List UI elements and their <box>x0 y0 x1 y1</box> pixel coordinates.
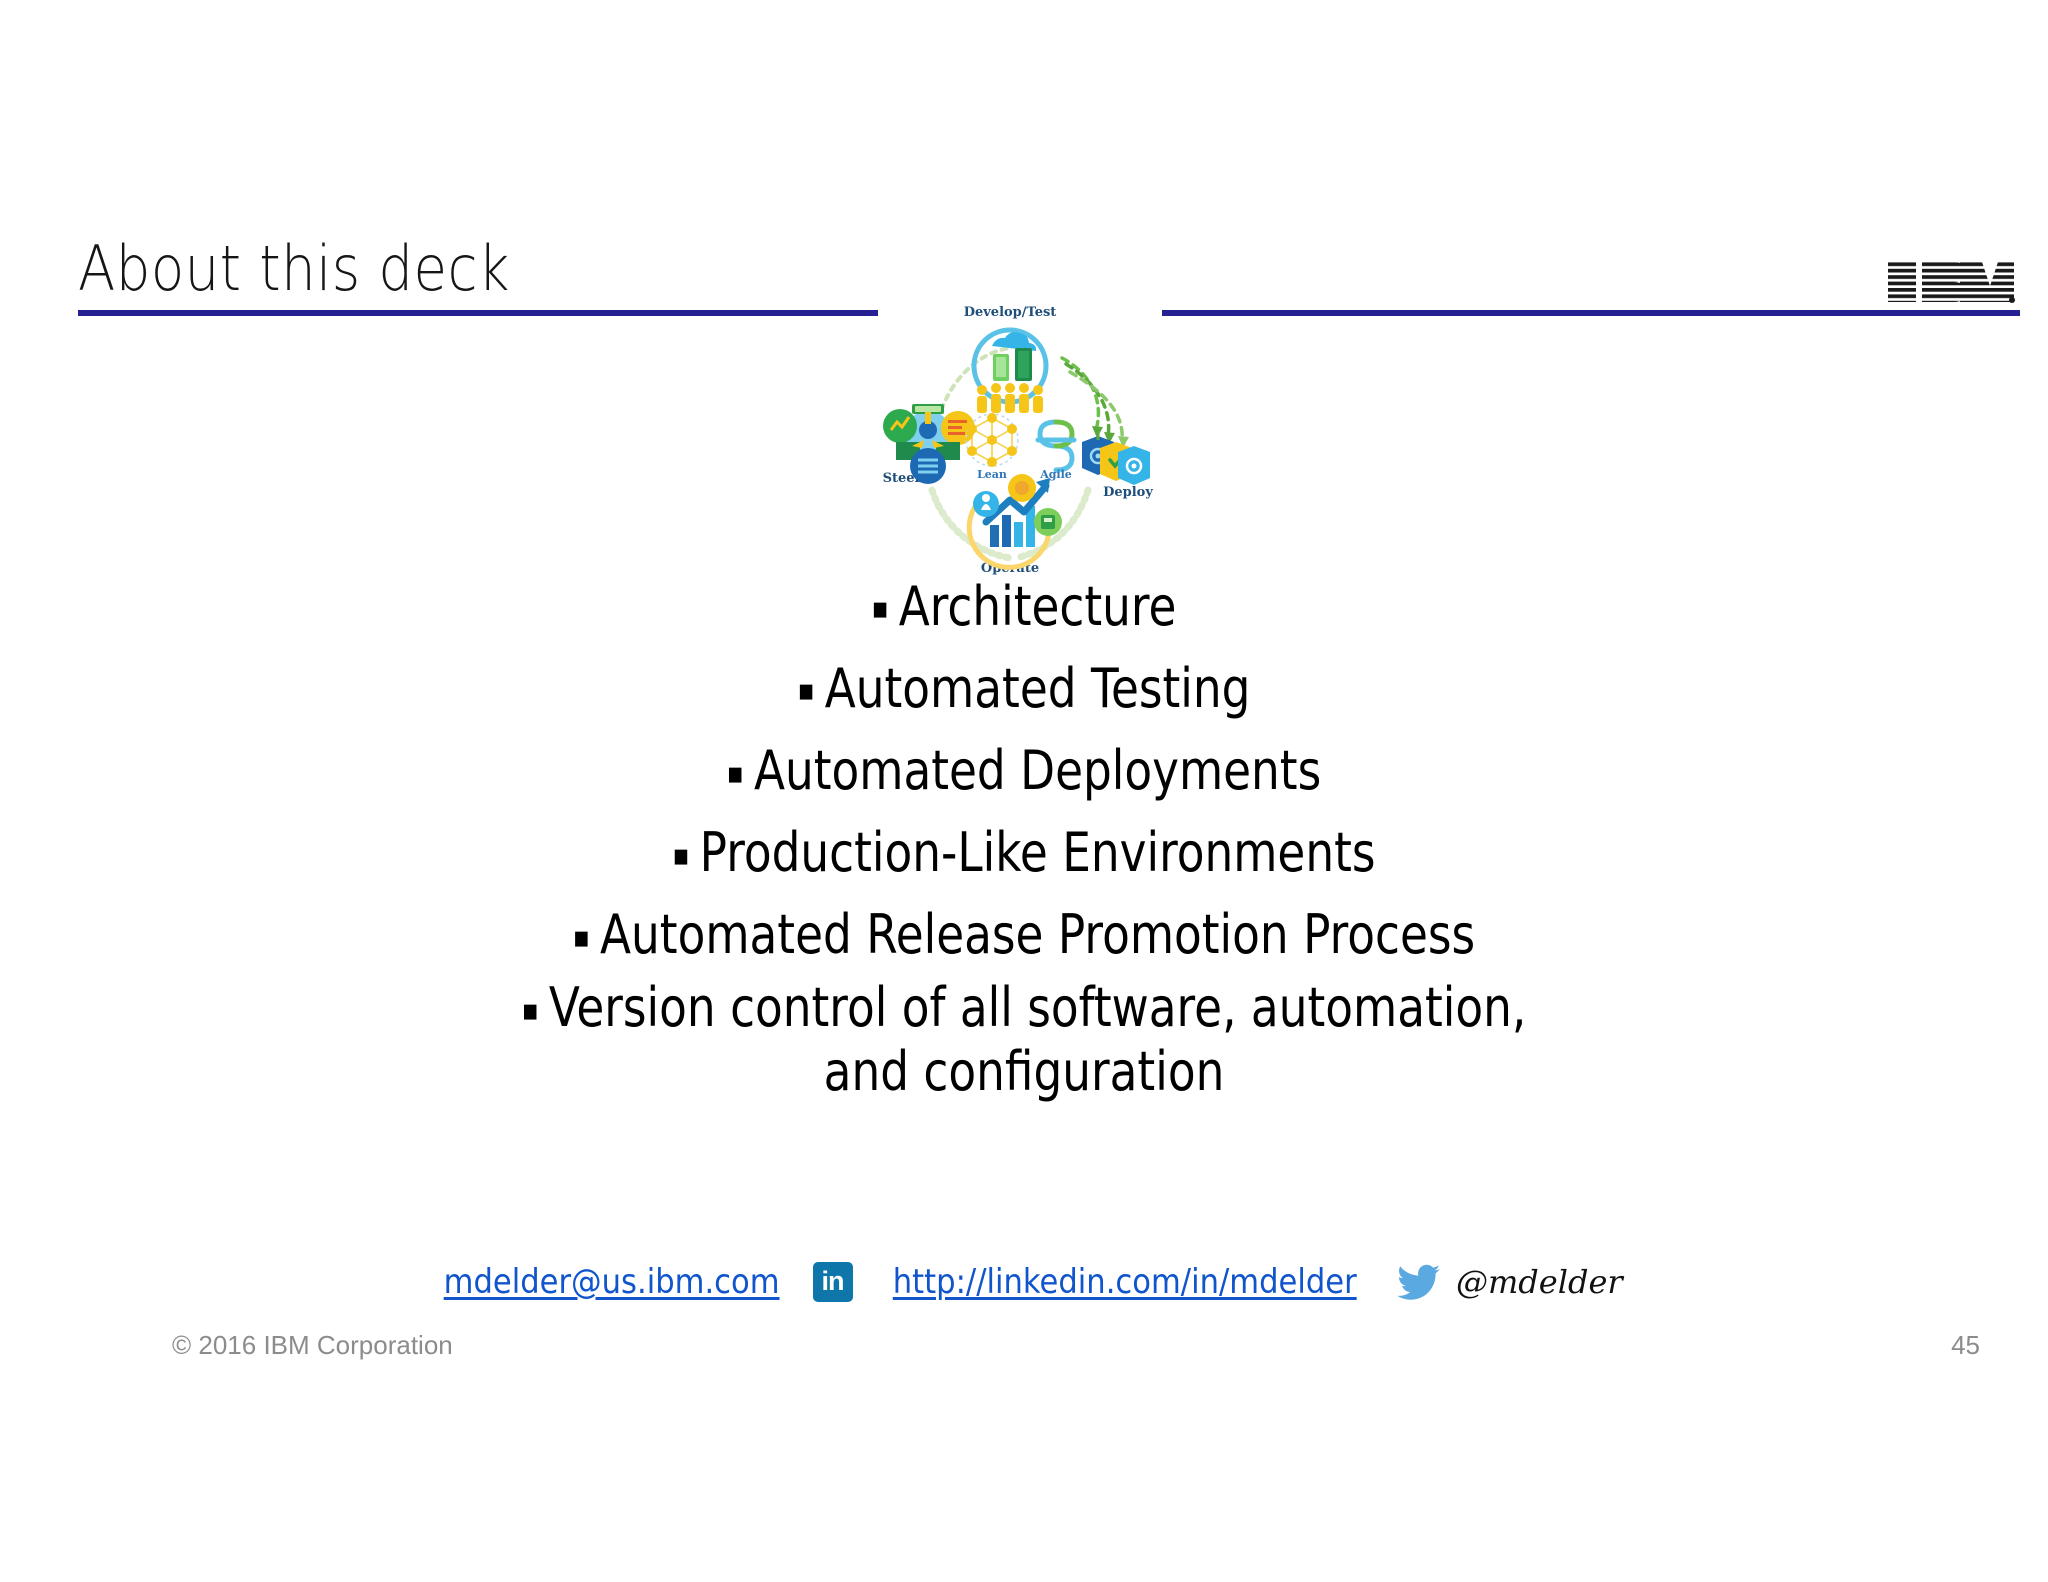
twitter-icon <box>1397 1264 1441 1300</box>
ibm-logo-icon <box>1886 256 2016 308</box>
bullet-item-automated-release-promotion-process: ▪ Automated Release Promotion Process <box>164 894 1884 976</box>
graphic-label-agile: Agile <box>1039 468 1072 481</box>
bullet-item-production-like-environments: ▪Production-Like Environments <box>164 812 1884 894</box>
slide-number: 45 <box>1951 1330 1980 1360</box>
bullet-text: Automated Release Promotion Process <box>600 903 1476 967</box>
linkedin-icon[interactable] <box>812 1262 853 1302</box>
copyright-text: © 2016 IBM Corporation <box>172 1330 453 1360</box>
bullet-marker-icon: ▪ <box>726 755 744 791</box>
bullet-text: Architecture <box>898 575 1177 638</box>
devops-lifecycle-graphic: Develop/Test Steer <box>883 305 1154 576</box>
bullet-item-version-control: ▪Version control of all software, automa… <box>495 976 1553 1103</box>
contact-row: mdelder@us.ibm.com http://linkedin.com/i… <box>0 1262 2048 1302</box>
header-rule-left <box>78 310 878 316</box>
bullet-item-automated-testing: ▪Automated Testing <box>164 648 1884 730</box>
bullet-marker-icon: ▪ <box>521 992 539 1028</box>
bullet-list: ▪Architecture ▪Automated Testing ▪Automa… <box>0 566 2048 1104</box>
graphic-label-lean: Lean <box>977 468 1007 481</box>
graphic-label-develop-test: Develop/Test <box>964 305 1057 320</box>
header-rule-right <box>1162 310 2020 316</box>
twitter-handle: @mdelder <box>1455 1263 1623 1301</box>
linkedin-link[interactable]: http://linkedin.com/in/mdelder <box>892 1262 1357 1302</box>
bullet-marker-icon: ▪ <box>672 837 690 873</box>
graphic-label-deploy: Deploy <box>1103 485 1153 500</box>
bullet-item-automated-deployments: ▪Automated Deployments <box>164 730 1884 812</box>
graphic-label-steer: Steer <box>883 471 922 486</box>
bullet-text: Automated Testing <box>824 657 1251 721</box>
bullet-marker-icon: ▪ <box>797 673 815 709</box>
bullet-marker-icon: ▪ <box>871 591 889 627</box>
bullet-text: Automated Deployments <box>753 739 1322 803</box>
bullet-item-architecture: ▪Architecture <box>164 566 1884 648</box>
email-link[interactable]: mdelder@us.ibm.com <box>443 1262 780 1302</box>
bullet-marker-icon: ▪ <box>572 919 590 955</box>
bullet-text: Production-Like Environments <box>699 821 1376 885</box>
bullet-text: Version control of all software, automat… <box>548 976 1527 1104</box>
page-title: About this deck <box>78 232 510 305</box>
